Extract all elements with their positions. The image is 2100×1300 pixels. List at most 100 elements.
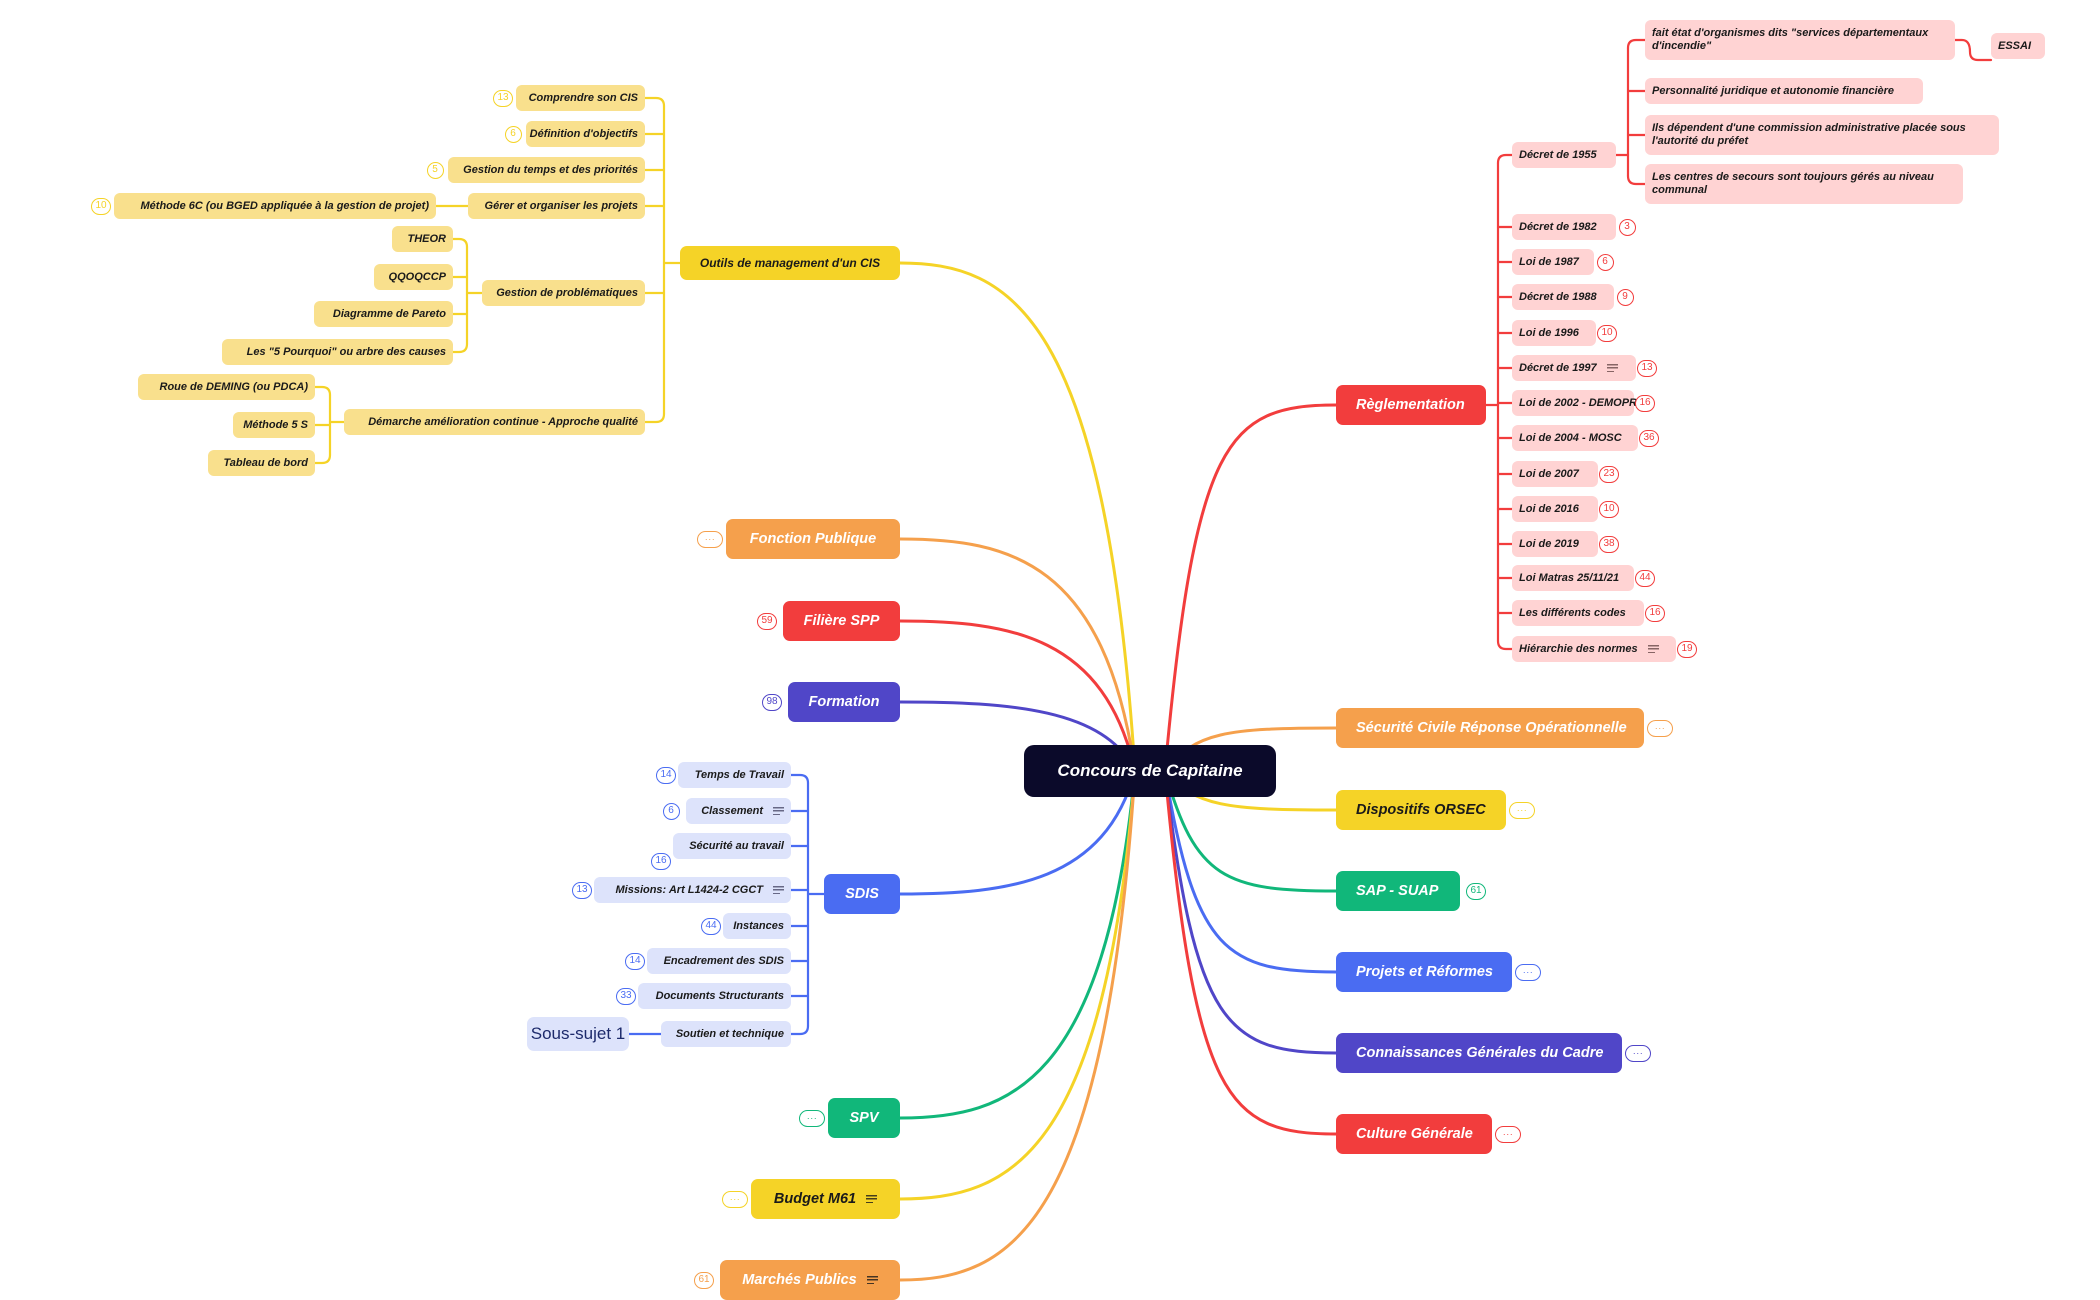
collapsed-children-icon[interactable]: ··· [697, 530, 723, 548]
topic-gerer-et-organiser-les-projets[interactable]: Gérer et organiser les projets [468, 193, 645, 219]
topic-qqoqccp[interactable]: QQOQCCP [374, 264, 453, 290]
branch-connaissances-generales-du-cadre[interactable]: Connaissances Générales du Cadre [1336, 1033, 1622, 1073]
children-count-badge[interactable]: 9 [1616, 288, 1634, 306]
topic-comprendre-son-cis[interactable]: Comprendre son CIS [516, 85, 645, 111]
topic-loi-de-2004-mosc[interactable]: Loi de 2004 - MOSC [1512, 425, 1638, 451]
note-icon[interactable] [1647, 645, 1659, 653]
note-icon[interactable] [1606, 364, 1618, 372]
children-count-badge[interactable]: 44 [701, 917, 721, 935]
note-icon[interactable] [866, 1276, 878, 1284]
topic-securite-au-travail[interactable]: Sécurité au travail [673, 833, 791, 859]
children-count-badge[interactable]: 6 [504, 125, 522, 143]
branch-outils-de-management-d-un-cis[interactable]: Outils de management d'un CIS [680, 246, 900, 280]
children-count-badge[interactable]: 13 [1637, 359, 1657, 377]
children-count-badge[interactable]: 98 [762, 693, 782, 711]
topic-documents-structurants[interactable]: Documents Structurants [638, 983, 791, 1009]
children-count-badge[interactable]: 13 [572, 881, 592, 899]
branch-sdis[interactable]: SDIS [824, 874, 900, 914]
topic-personnalite-juridique-et-autonomie-fina[interactable]: Personnalité juridique et autonomie fina… [1645, 78, 1923, 104]
topic-loi-de-1996[interactable]: Loi de 1996 [1512, 320, 1596, 346]
branch-culture-generale[interactable]: Culture Générale [1336, 1114, 1492, 1154]
note-icon[interactable] [773, 886, 784, 894]
topic-roue-de-deming-ou-pdca[interactable]: Roue de DEMING (ou PDCA) [138, 374, 315, 400]
topic-loi-de-1987[interactable]: Loi de 1987 [1512, 249, 1594, 275]
topic-les-differents-codes[interactable]: Les différents codes [1512, 600, 1644, 626]
note-icon[interactable] [866, 1195, 878, 1203]
children-count-badge[interactable]: 10 [91, 197, 111, 215]
children-count-badge[interactable]: 6 [1596, 253, 1614, 271]
children-count-badge[interactable]: 14 [625, 952, 645, 970]
children-count-badge[interactable]: 10 [1597, 324, 1617, 342]
children-count-badge[interactable]: 38 [1599, 535, 1619, 553]
topic-hierarchie-des-normes[interactable]: Hiérarchie des normes [1512, 636, 1676, 662]
children-count-badge[interactable]: 61 [1466, 882, 1486, 900]
branch-budget-m61[interactable]: Budget M61 [751, 1179, 900, 1219]
branch-projets-et-reformes[interactable]: Projets et Réformes [1336, 952, 1512, 992]
topic-fait-etat-d-organismes-dits-services-dep[interactable]: fait état d'organismes dits "services dé… [1645, 20, 1955, 60]
branch-marches-publics[interactable]: Marchés Publics [720, 1260, 900, 1300]
collapsed-children-icon[interactable]: ··· [1625, 1044, 1651, 1062]
children-count-badge[interactable]: 44 [1635, 569, 1655, 587]
children-count-badge[interactable]: 10 [1599, 500, 1619, 518]
branch-securite-civile-reponse-operationnelle[interactable]: Sécurité Civile Réponse Opérationnelle [1336, 708, 1644, 748]
topic-classement[interactable]: Classement [686, 798, 791, 824]
children-count-badge[interactable]: 16 [651, 852, 671, 870]
topic-gestion-de-problematiques[interactable]: Gestion de problématiques [482, 280, 645, 306]
topic-loi-de-2007[interactable]: Loi de 2007 [1512, 461, 1598, 487]
topic-decret-de-1997[interactable]: Décret de 1997 [1512, 355, 1636, 381]
topic-loi-de-2002-demoprox[interactable]: Loi de 2002 - DEMOPROX [1512, 390, 1653, 416]
topic-tableau-de-bord[interactable]: Tableau de bord [208, 450, 315, 476]
collapsed-children-icon[interactable]: ··· [1647, 719, 1673, 737]
branch-spv[interactable]: SPV [828, 1098, 900, 1138]
collapsed-children-icon[interactable]: ··· [1515, 963, 1541, 981]
branch-fonction-publique[interactable]: Fonction Publique [726, 519, 900, 559]
children-count-badge[interactable]: 3 [1618, 218, 1636, 236]
topic-loi-de-2016[interactable]: Loi de 2016 [1512, 496, 1598, 522]
topic-demarche-amelioration-continue-approche-[interactable]: Démarche amélioration continue - Approch… [344, 409, 645, 435]
branch-dispositifs-orsec[interactable]: Dispositifs ORSEC [1336, 790, 1506, 830]
topic-diagramme-de-pareto[interactable]: Diagramme de Pareto [314, 301, 453, 327]
topic-methode-5-s[interactable]: Méthode 5 S [233, 412, 315, 438]
topic-les-5-pourquoi-ou-arbre-des-causes[interactable]: Les "5 Pourquoi" ou arbre des causes [222, 339, 453, 365]
topic-methode-6c-ou-bged-appliquee-a-la-gestio[interactable]: Méthode 6C (ou BGED appliquée à la gesti… [114, 193, 436, 219]
topic-ils-dependent-d-une-commission-administr[interactable]: Ils dépendent d'une commission administr… [1645, 115, 1999, 155]
topic-loi-de-2019[interactable]: Loi de 2019 [1512, 531, 1598, 557]
branch-filiere-spp[interactable]: Filière SPP [783, 601, 900, 641]
topic-les-centres-de-secours-sont-toujours-ger[interactable]: Les centres de secours sont toujours gér… [1645, 164, 1963, 204]
topic-missions-art-l1424-2-cgct[interactable]: Missions: Art L1424-2 CGCT [594, 877, 791, 903]
children-count-badge[interactable]: 6 [662, 802, 680, 820]
collapsed-children-icon[interactable]: ··· [1495, 1125, 1521, 1143]
children-count-badge[interactable]: 36 [1639, 429, 1659, 447]
topic-theor[interactable]: THEOR [392, 226, 453, 252]
note-icon[interactable] [773, 807, 784, 815]
collapsed-children-icon[interactable]: ··· [799, 1109, 825, 1127]
children-count-badge[interactable]: 59 [757, 612, 777, 630]
children-count-badge[interactable]: 5 [426, 161, 444, 179]
children-count-badge[interactable]: 33 [616, 987, 636, 1005]
topic-soutien-et-technique[interactable]: Soutien et technique [661, 1021, 791, 1047]
children-count-badge[interactable]: 16 [1635, 394, 1655, 412]
branch-sap-suap[interactable]: SAP - SUAP [1336, 871, 1460, 911]
children-count-badge[interactable]: 13 [493, 89, 513, 107]
topic-loi-matras-25-11-21[interactable]: Loi Matras 25/11/21 [1512, 565, 1634, 591]
children-count-badge[interactable]: 16 [1645, 604, 1665, 622]
topic-encadrement-des-sdis[interactable]: Encadrement des SDIS [647, 948, 791, 974]
topic-definition-d-objectifs[interactable]: Définition d'objectifs [526, 121, 645, 147]
children-count-badge[interactable]: 14 [656, 766, 676, 784]
collapsed-children-icon[interactable]: ··· [1509, 801, 1535, 819]
topic-decret-de-1988[interactable]: Décret de 1988 [1512, 284, 1614, 310]
topic-instances[interactable]: Instances [723, 913, 791, 939]
root-topic[interactable]: Concours de Capitaine [1024, 745, 1276, 797]
children-count-badge[interactable]: 61 [694, 1271, 714, 1289]
branch-formation[interactable]: Formation [788, 682, 900, 722]
topic-sous-sujet-1[interactable]: Sous-sujet 1 [527, 1017, 629, 1051]
branch-reglementation[interactable]: Règlementation [1336, 385, 1486, 425]
children-count-badge[interactable]: 23 [1599, 465, 1619, 483]
collapsed-children-icon[interactable]: ··· [722, 1190, 748, 1208]
topic-gestion-du-temps-et-des-priorites[interactable]: Gestion du temps et des priorités [448, 157, 645, 183]
topic-temps-de-travail[interactable]: Temps de Travail [678, 762, 791, 788]
topic-decret-de-1955[interactable]: Décret de 1955 [1512, 142, 1616, 168]
topic-essai[interactable]: ESSAI [1991, 33, 2045, 59]
children-count-badge[interactable]: 19 [1677, 640, 1697, 658]
